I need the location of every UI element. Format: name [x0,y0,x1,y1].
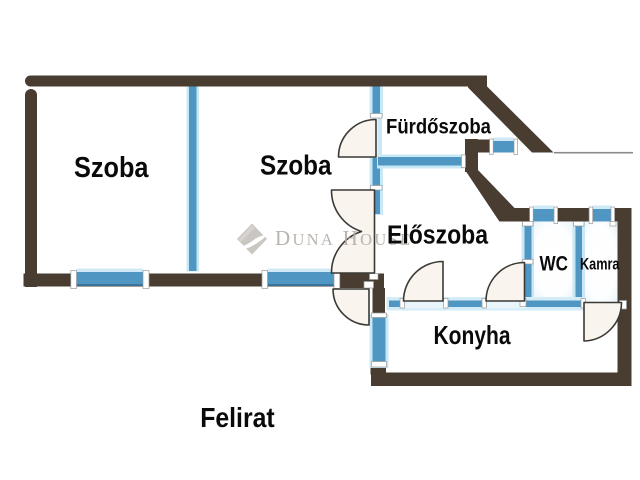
svg-text:Fürdőszoba: Fürdőszoba [386,115,492,139]
svg-text:Kamra: Kamra [580,256,620,274]
svg-text:DUNA HOUSE: DUNA HOUSE [275,226,412,250]
svg-text:WC: WC [540,253,569,276]
svg-text:Felirat: Felirat [200,401,275,433]
svg-text:Szoba: Szoba [260,150,332,181]
svg-text:Szoba: Szoba [74,152,150,184]
svg-text:Előszoba: Előszoba [387,222,489,250]
svg-text:Konyha: Konyha [434,320,511,350]
